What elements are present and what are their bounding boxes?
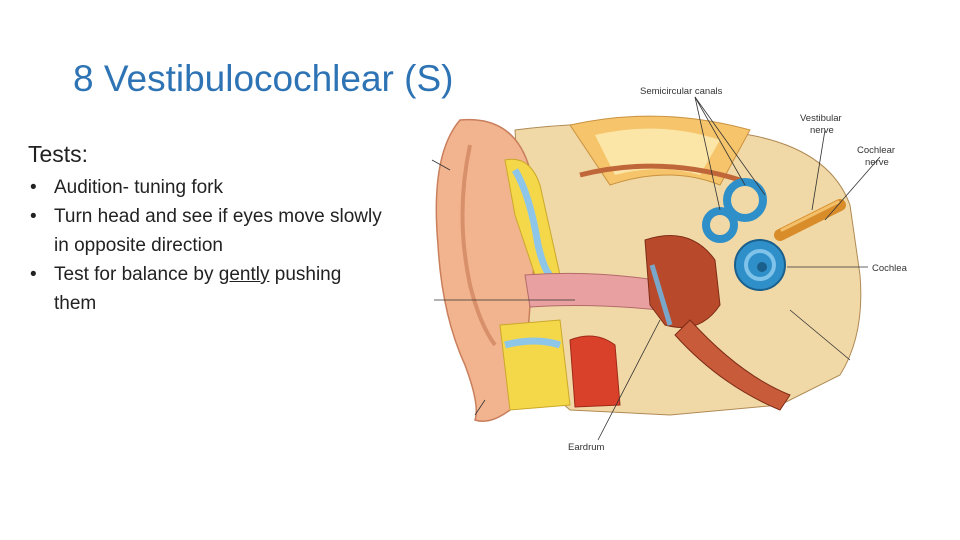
fat-tissue-lower [499,319,571,411]
eardrum-membrane [649,264,673,326]
bullet-icon: • [30,264,37,285]
subheading: Tests: [28,141,89,167]
leader-tube [789,309,851,361]
bullet-icon: • [30,177,37,198]
bullet-text: Audition- tuning fork [54,177,223,198]
bullet-icon: • [30,206,37,227]
label-cochlear-line1: Cochlear [857,145,895,156]
label-eardrum: Eardrum [568,442,605,453]
leader-vestibular [811,129,826,211]
bullet-text-after: pushing them [54,264,342,314]
label-semicircular-canals: Semicircular canals [640,86,723,97]
ear-fold [460,144,497,347]
fluid-channel-lower [504,337,562,349]
fluid-channel-upper [511,168,553,278]
leader-outer-1 [431,159,451,171]
nerve-highlight [780,200,840,232]
label-vestibular-line1: Vestibular [800,113,842,124]
muscle-tissue [569,335,621,408]
leader-semicircular-2 [694,96,746,186]
leader-outer-2 [474,399,486,416]
bullet-list: • Audition- tuning fork • Turn head and se… [28,173,388,318]
label-cochlear-line2: nerve [865,157,889,168]
bullet-text: Turn head and see if eyes move slowly in… [54,206,382,256]
bullet-item: • Audition- tuning fork [28,173,388,202]
label-cochlea: Cochlea [872,263,908,274]
dura-layer [579,163,741,183]
ear-anatomy-diagram: Semicircular canals Vestibular nerve Coc… [431,86,908,453]
cochlea-turn [744,249,776,281]
bullet-item: • Turn head and see if eyes move slowly i… [28,202,388,260]
eustachian-tube [674,319,791,411]
vestibulocochlear-nerve [774,199,846,241]
semicircular-canal-1 [723,178,767,222]
leader-semicircular-3 [694,96,766,196]
leader-cochlear-nerve [824,156,881,221]
label-vestibular-line2: nerve [810,125,834,136]
leader-semicircular-1 [694,96,721,211]
leader-eardrum [597,319,661,441]
bullet-text-before: Test for balance by [54,264,219,285]
slide-title: 8 Vestibulocochlear (S) [73,58,454,99]
cochlea-center [757,262,767,272]
semicircular-canal-2 [702,207,738,243]
bullet-item: • Test for balance by gently pushing them [28,260,388,318]
ear-canal [524,272,661,311]
brain-tissue-inner [595,128,720,175]
bullet-text-underlined: gently [218,264,270,285]
